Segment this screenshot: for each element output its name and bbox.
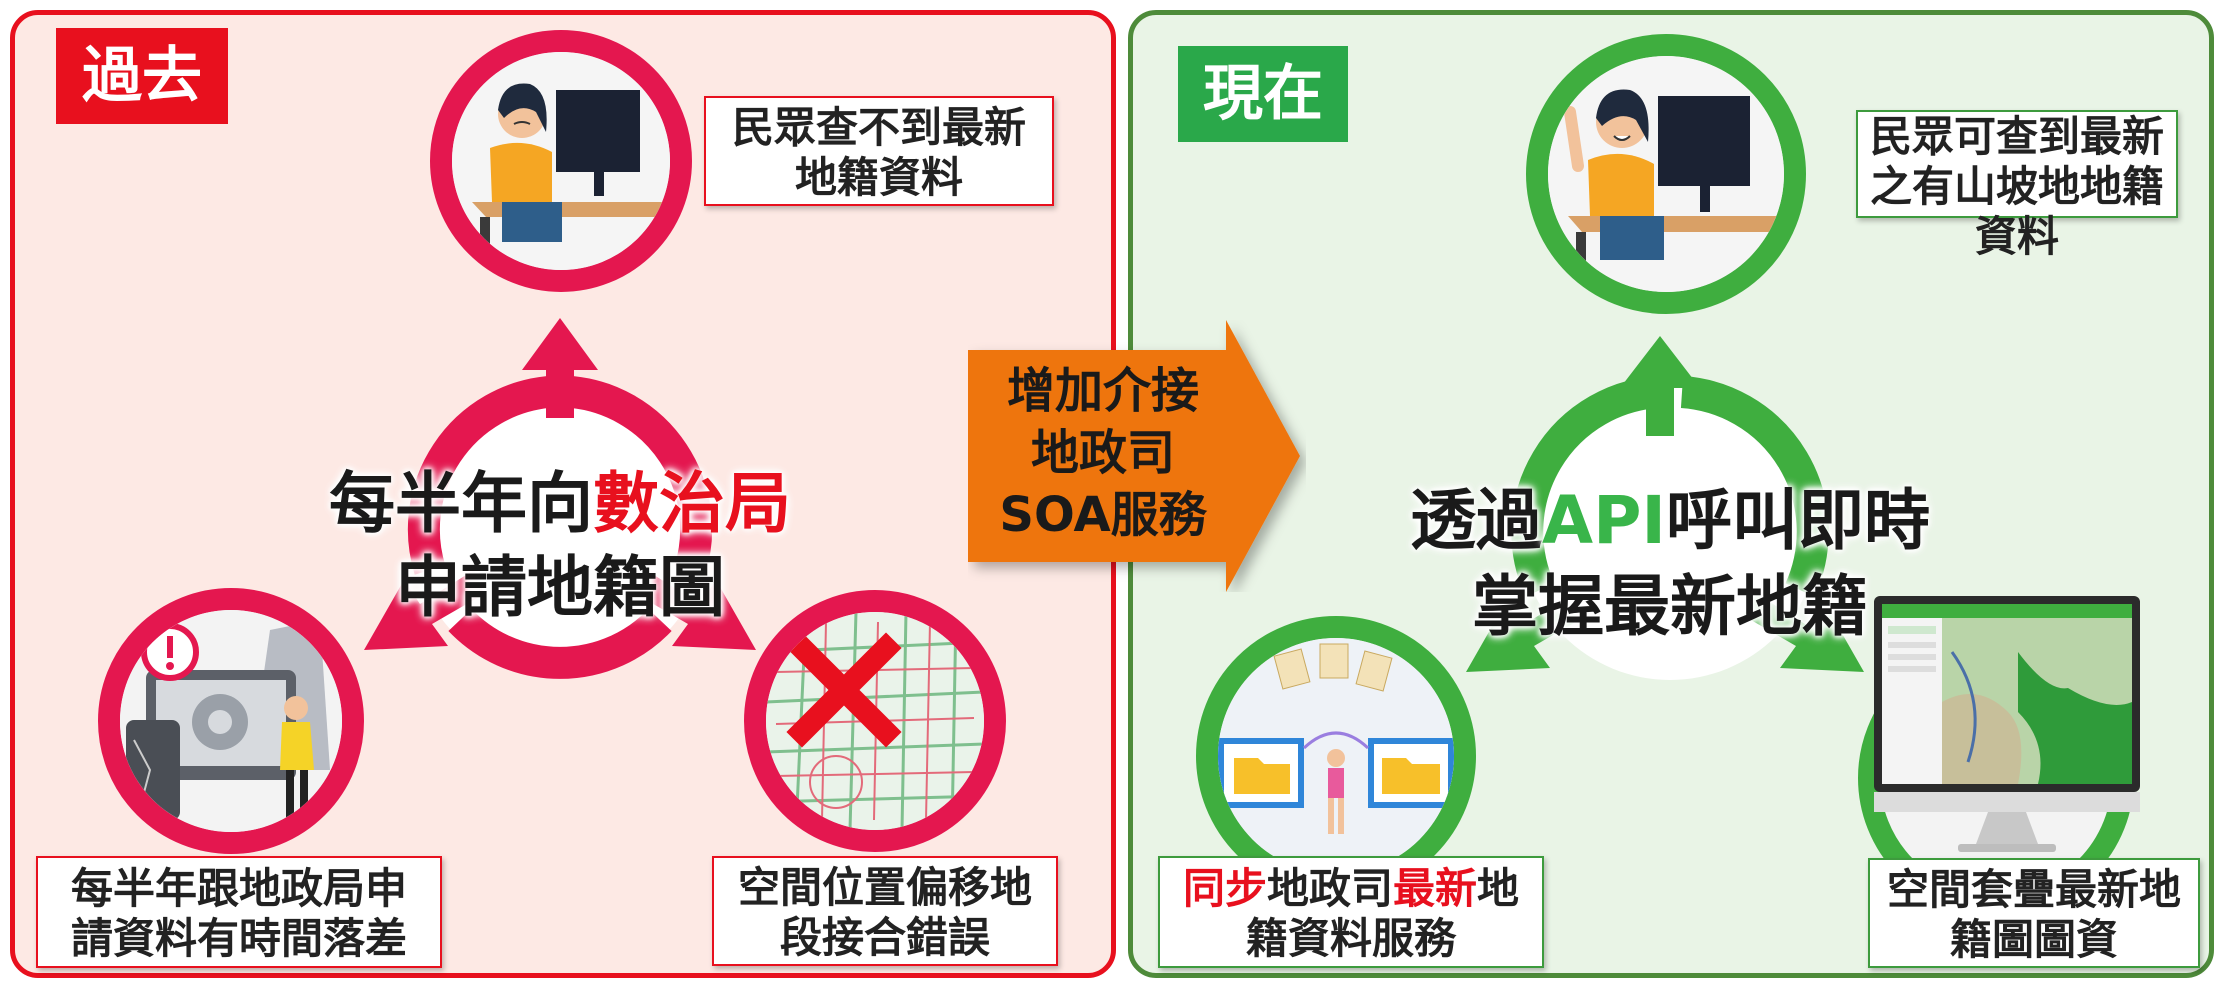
now-left-circle [1196, 616, 1476, 896]
now-center-line1-c: 呼叫即時 [1666, 482, 1930, 559]
past-right-callout-line2: 段接合錯誤 [779, 913, 990, 962]
now-center-text: 透過API呼叫即時 掌握最新地籍 [1400, 478, 1940, 650]
past-left-callout-line1: 每半年跟地政局申 [70, 864, 407, 913]
past-right-arrow-icon [636, 570, 756, 650]
past-center-line1-b: 數治局 [593, 465, 791, 542]
past-center-line1-a: 每半年向 [329, 465, 593, 542]
transition-text: 增加介接 地政司 SOA服務 [968, 360, 1238, 546]
past-center-text: 每半年向數治局 申請地籍圖 [300, 462, 820, 630]
past-top-circle [430, 30, 692, 292]
now-tag: 現在 [1178, 46, 1348, 142]
past-right-circle [744, 590, 1006, 852]
transition-line1: 增加介接 [1006, 363, 1199, 419]
now-right-callout-line1: 空間套疊最新地 [1886, 865, 2181, 914]
now-left-callout-line2: 籍資料服務 [1245, 914, 1456, 963]
past-top-callout-line1: 民眾查不到最新 [731, 103, 1026, 152]
now-top-callout-line2: 之有山坡地地籍 [1869, 162, 2164, 211]
past-up-arrow-icon [522, 318, 598, 418]
misaligned-cadastral-map-icon [766, 612, 984, 830]
transition-line3: SOA服務 [999, 487, 1207, 543]
past-cycle-icon [407, 376, 713, 679]
happy-user-at-computer-icon [1548, 56, 1784, 292]
now-center-line2: 掌握最新地籍 [1472, 568, 1868, 645]
now-up-arrow-icon [1620, 336, 1700, 436]
now-right-callout: 空間套疊最新地 籍圖圖資 [1868, 858, 2200, 968]
map-monitor-icon [1874, 596, 2140, 852]
now-right-arrow-icon [1744, 592, 1864, 672]
now-top-callout-line1: 民眾可查到最新 [1869, 112, 2164, 161]
now-cycle-icon [1511, 376, 1829, 680]
file-sync-icon [1218, 638, 1454, 874]
past-left-callout: 每半年跟地政局申 請資料有時間落差 [36, 856, 442, 968]
now-top-callout-line3: 資料 [1974, 212, 2059, 261]
now-left-callout-p3: 最新 [1393, 864, 1478, 913]
past-right-callout-line1: 空間位置偏移地 [737, 863, 1032, 912]
past-tag: 過去 [56, 28, 228, 124]
worried-user-at-computer-icon [452, 52, 670, 270]
past-right-callout: 空間位置偏移地 段接合錯誤 [712, 856, 1058, 966]
broken-system-warning-icon [120, 610, 342, 832]
past-top-callout-line2: 地籍資料 [794, 153, 963, 202]
now-center-line1-a: 透過 [1409, 482, 1542, 559]
past-top-callout: 民眾查不到最新 地籍資料 [704, 96, 1054, 206]
now-left-callout-p4: 地 [1477, 864, 1520, 913]
now-left-callout-p1: 同步 [1182, 864, 1267, 913]
now-right-callout-line2: 籍圖圖資 [1949, 915, 2118, 964]
past-left-arrow-icon [364, 570, 484, 650]
now-top-circle [1526, 34, 1806, 314]
now-left-callout-p2: 地政司 [1266, 864, 1393, 913]
transition-arrow-icon [968, 320, 1300, 592]
now-left-callout: 同步地政司最新地 籍資料服務 [1158, 856, 1544, 968]
past-center-line2: 申請地籍圖 [395, 549, 725, 626]
transition-line2: 地政司 [1030, 425, 1175, 481]
past-left-circle [98, 588, 364, 854]
now-top-callout: 民眾可查到最新 之有山坡地地籍 資料 [1856, 110, 2178, 261]
now-center-line1-b: API [1541, 482, 1666, 559]
now-left-arrow-icon [1466, 592, 1586, 672]
past-left-callout-line2: 請資料有時間落差 [70, 914, 407, 963]
